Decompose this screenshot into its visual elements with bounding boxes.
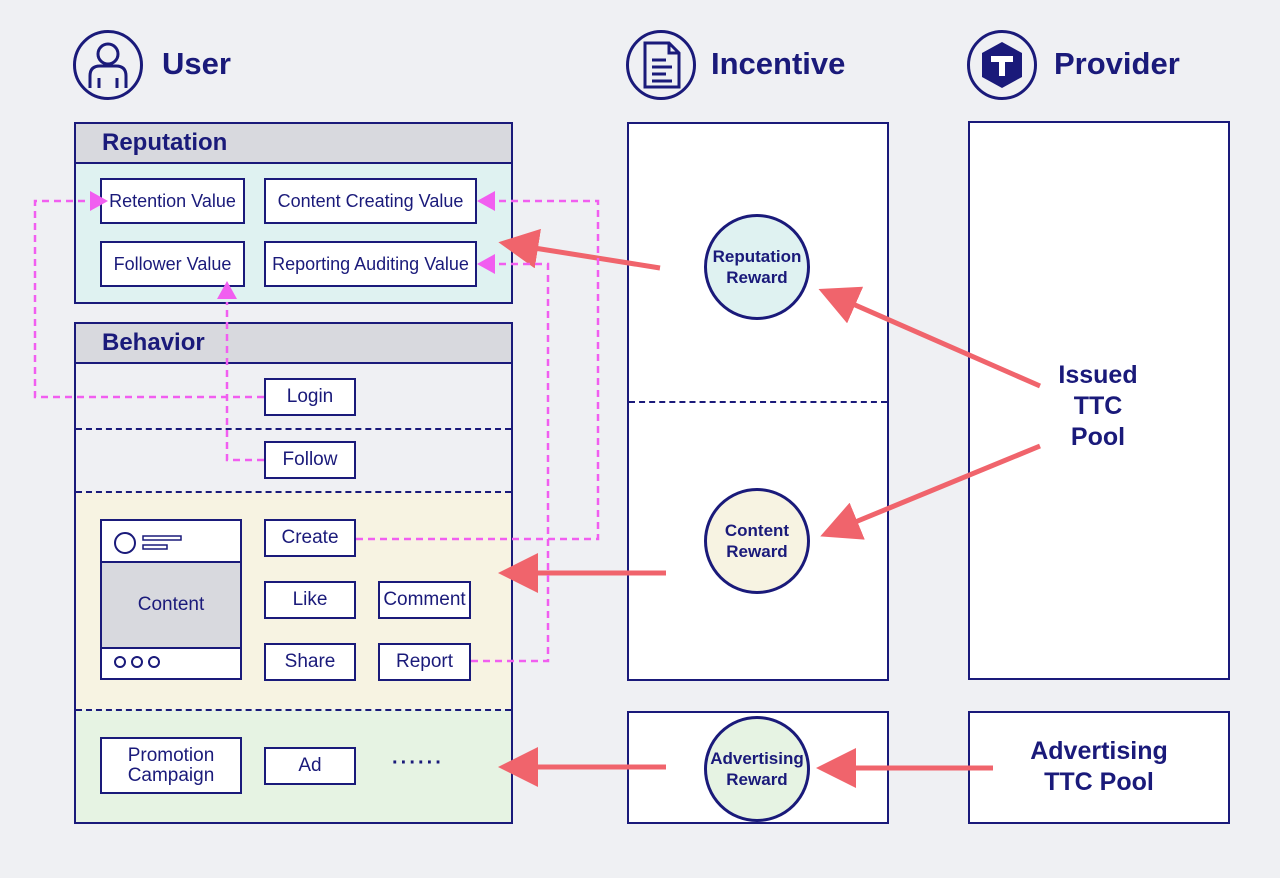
report-to-reporting-auditing-line	[471, 262, 550, 663]
promotion-campaign-box: Promotion Campaign	[100, 737, 242, 794]
like-box: Like	[264, 581, 356, 619]
comment-box: Comment	[378, 581, 471, 619]
more-dots-icon	[114, 656, 160, 668]
advertising-ttc-pool-label: Advertising TTC Pool	[1000, 736, 1198, 798]
content-reward-node: Content Reward	[704, 488, 810, 594]
content-reward-line-2: Reward	[726, 542, 788, 561]
promotion-campaign-line-1: Promotion	[127, 744, 215, 766]
content-reward-line-1: Content	[724, 521, 790, 540]
retention-value-box: Retention Value	[100, 178, 245, 224]
behavior-link-arrowheads	[90, 191, 495, 299]
reputation-reward-to-reputation-arrow	[498, 228, 661, 271]
advertising-reward-node: Advertising Reward	[704, 716, 810, 822]
report-box: Report	[378, 643, 471, 681]
advertising-pool-line-1: Advertising	[1030, 737, 1168, 765]
user-icon	[88, 42, 128, 88]
follow-box: Follow	[264, 441, 356, 479]
behavior-panel-title: Behavior	[76, 324, 511, 364]
follower-arrowhead	[217, 281, 237, 299]
provider-header-title: Provider	[1054, 46, 1180, 81]
issued-to-content-reward-arrow	[820, 443, 1041, 540]
behavior-divider-1	[76, 428, 511, 430]
content-creating-arrowhead	[477, 191, 495, 211]
content-creating-value-box: Content Creating Value	[264, 178, 477, 224]
behavior-divider-3	[76, 709, 511, 711]
user-header-title: User	[162, 46, 231, 81]
promotion-campaign-line-2: Campaign	[127, 764, 215, 786]
reporting-auditing-arrowhead	[477, 254, 495, 274]
login-to-retention-line	[33, 199, 264, 399]
reputation-reward-node: Reputation Reward	[704, 214, 810, 320]
content-label: Content	[137, 594, 205, 615]
incentive-header-icon	[626, 30, 696, 100]
issued-pool-line-1: Issued	[1058, 361, 1138, 389]
content-card-header-icon	[114, 532, 182, 554]
advertising-pool-line-2: TTC Pool	[1044, 768, 1154, 796]
behavior-divider-2	[76, 491, 511, 493]
retention-arrowhead	[90, 191, 108, 211]
ttc-token-icon	[982, 42, 1022, 88]
ad-box: Ad	[264, 747, 356, 785]
follow-to-follower-line	[225, 302, 264, 462]
content-card-body: Content	[102, 561, 240, 649]
incentive-header-title: Incentive	[711, 46, 846, 81]
more-behaviors-ellipsis: ······	[392, 752, 444, 774]
issued-pool-line-2: TTC	[1073, 392, 1123, 420]
advertising-reward-line-2: Reward	[726, 770, 788, 789]
reputation-reward-line-2: Reward	[726, 268, 788, 287]
advertising-ttc-pool-panel	[968, 711, 1230, 824]
behavior-link-lines	[33, 199, 600, 663]
content-card: Content	[100, 519, 242, 680]
document-icon	[643, 41, 681, 89]
issued-pool-line-3: Pool	[1070, 423, 1126, 451]
create-box: Create	[264, 519, 356, 557]
issued-ttc-pool-panel	[968, 121, 1230, 680]
reputation-reward-line-1: Reputation	[712, 247, 802, 266]
issued-to-reputation-reward-arrow	[818, 286, 1042, 389]
provider-header-icon	[967, 30, 1037, 100]
follower-value-box: Follower Value	[100, 241, 245, 287]
login-box: Login	[264, 378, 356, 416]
reputation-panel-title: Reputation	[76, 124, 511, 164]
share-box: Share	[264, 643, 356, 681]
user-header-icon	[73, 30, 143, 100]
reward-arrows	[498, 228, 1042, 788]
create-to-content-creating-line	[356, 199, 600, 541]
advertising-reward-line-1: Advertising	[710, 749, 804, 768]
incentive-divider	[629, 401, 887, 403]
issued-ttc-pool-label: Issued TTC Pool	[1038, 360, 1158, 453]
reporting-auditing-value-box: Reporting Auditing Value	[264, 241, 477, 287]
